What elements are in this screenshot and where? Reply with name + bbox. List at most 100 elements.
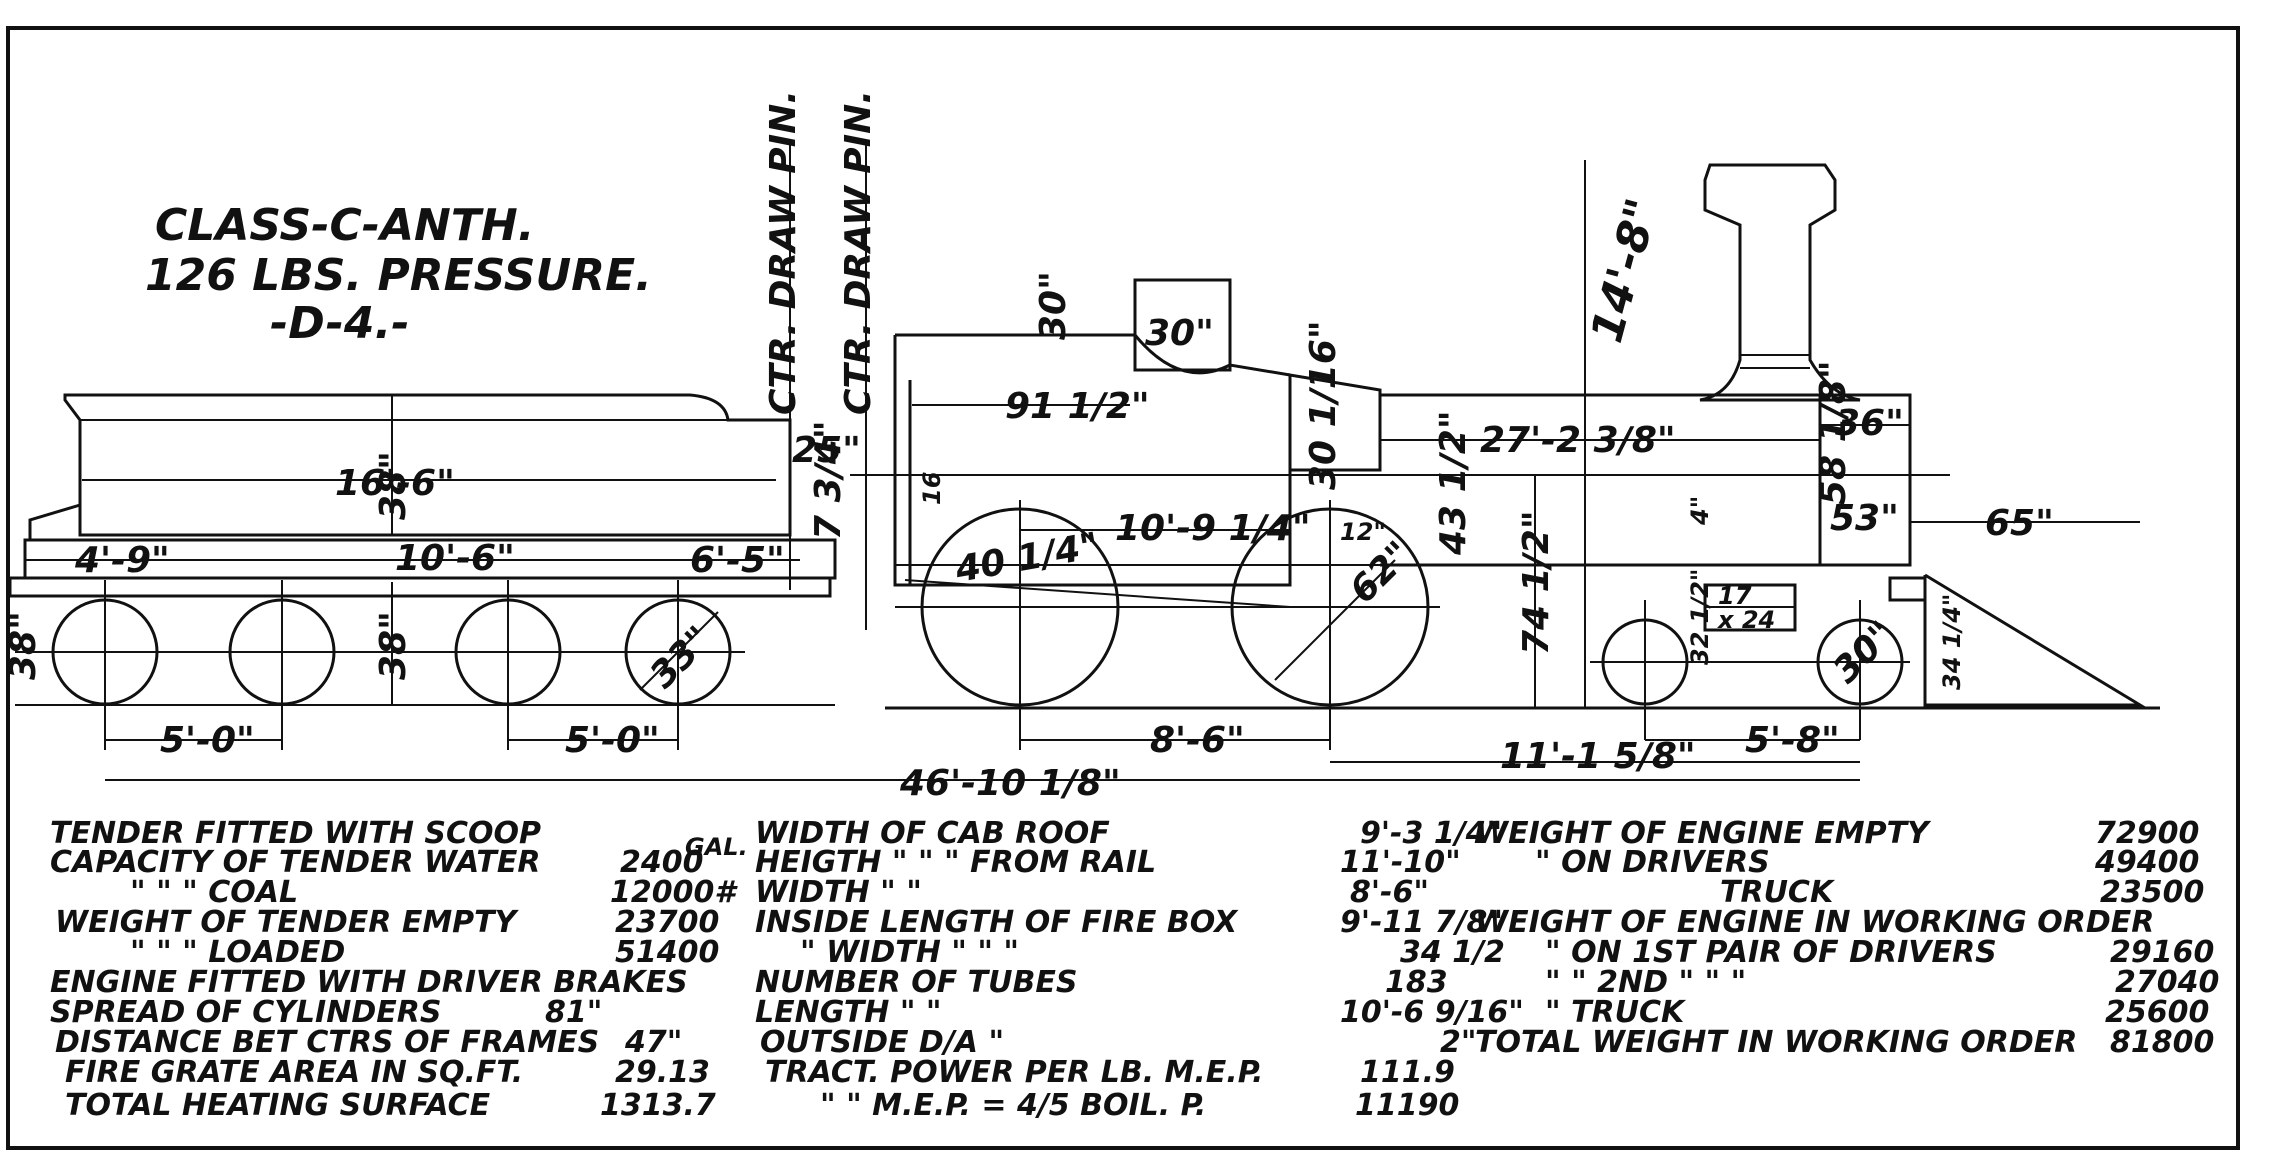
spec-left-label-6: SPREAD OF CYLINDERS: [50, 995, 441, 1030]
spec-mid-value-9: 11190: [1355, 1088, 1459, 1123]
tender-height-c: 38": [373, 611, 414, 680]
cab-roof-height: 30": [1033, 271, 1074, 340]
tender: 16'-6" 38" 4'-9" 10'-6" 6'-5" 38" 38" 33…: [3, 393, 837, 761]
driver-spacing-top: 10'-9 1/4": [1115, 508, 1311, 549]
title-pressure: 126 LBS. PRESSURE.: [145, 250, 652, 301]
spec-left-label-3: WEIGHT OF TENDER EMPTY: [55, 905, 520, 940]
spec-mid-value-7: 2": [1440, 1025, 1477, 1060]
spec-left-value-6: 81": [545, 995, 602, 1030]
pilot: [1888, 573, 2146, 707]
spec-right-label-4: " ON 1ST PAIR OF DRIVERS: [1545, 935, 1997, 970]
driver-wheelbase: 8'-6": [1150, 720, 1245, 761]
tender-frame-left: 4'-9": [74, 540, 170, 581]
spec-left-label-0: TENDER FITTED WITH SCOOP: [50, 816, 541, 851]
spec-left-value-1: 2400: [620, 845, 704, 880]
spec-right-label-2: TRUCK: [1720, 875, 1836, 910]
spec-mid-label-8: TRACT. POWER PER LB. M.E.P.: [765, 1055, 1263, 1090]
spec-left-label-5: ENGINE FITTED WITH DRIVER BRAKES: [50, 965, 688, 1000]
spec-left-label-9: TOTAL HEATING SURFACE: [65, 1088, 491, 1123]
firebox-offset: 12": [1340, 518, 1386, 546]
cylinder-height: 32 1/2": [1686, 569, 1714, 665]
spec-table-left: TENDER FITTED WITH SCOOP CAPACITY OF TEN…: [50, 816, 748, 1123]
spec-mid-value-5: 183: [1385, 965, 1448, 1000]
spec-right-value-4: 29160: [2110, 935, 2214, 970]
tender-frame-mid: 10'-6": [395, 538, 515, 579]
cab-side: 16: [918, 472, 946, 505]
spec-left-label-4: " " " LOADED: [130, 935, 345, 970]
spec-mid-value-0: 9'-3 1/4": [1360, 816, 1502, 851]
cab-length: 91 1/2": [1005, 386, 1150, 427]
spec-left-value-9: 1313.7: [600, 1088, 716, 1123]
engine-wheelbase-total: 11'-1 5/8": [1500, 736, 1696, 777]
sand-dome: [1133, 278, 1232, 372]
spec-mid-label-4: " WIDTH " " ": [800, 935, 1019, 970]
boiler-center-height: 74 1/2": [1516, 510, 1557, 655]
tender-dia-line: [639, 611, 719, 691]
spec-left-value-8: 29.13: [615, 1055, 710, 1090]
ctr-draw-pin-engine-label: CTR. DRAW PIN.: [838, 90, 879, 415]
tender-step: [28, 503, 81, 540]
side-rod: [904, 579, 1291, 608]
cab-left: 7 3/4": [808, 420, 849, 540]
dome-drop: 30 1/16": [1303, 320, 1344, 490]
cylinder-size-top: 17: [1718, 582, 1752, 610]
spec-mid-label-6: LENGTH " ": [755, 995, 942, 1030]
smokestack: [1699, 163, 1861, 402]
spec-right-value-6: 25600: [2105, 995, 2209, 1030]
spec-mid-label-2: WIDTH " ": [755, 875, 922, 910]
spec-right-label-1: " ON DRIVERS: [1535, 845, 1770, 880]
tender-height-a: 38": [373, 451, 414, 520]
overall-length: 46'-10 1/8": [899, 763, 1121, 804]
smokebox-height: 58 1/8": [1813, 360, 1854, 505]
firebox-depth: 40 1/4": [951, 525, 1102, 591]
spec-mid-value-3: 9'-11 7/8": [1340, 905, 1503, 940]
smokebox-width: 36": [1835, 403, 1904, 444]
boiler-length: 27'-2 3/8": [1480, 420, 1676, 461]
spec-mid-value-4: 34 1/2: [1400, 935, 1505, 970]
spec-right-label-5: " " 2ND " " ": [1545, 965, 1746, 1000]
spec-right-value-7: 81800: [2110, 1025, 2214, 1060]
stack-height: 14'-8": [1581, 193, 1668, 348]
small-dim: 4": [1686, 496, 1714, 526]
cylinder-size-bot: x 24: [1717, 606, 1775, 634]
pilot-length: 65": [1985, 503, 2054, 544]
spec-left-label-1: CAPACITY OF TENDER WATER: [50, 845, 540, 880]
spec-mid-label-1: HEIGTH " " " FROM RAIL: [755, 845, 1156, 880]
tender-frame-lower: [8, 576, 832, 598]
spec-right-label-7: TOTAL WEIGHT IN WORKING ORDER: [1475, 1025, 2077, 1060]
spec-left-value-3: 23700: [615, 905, 719, 940]
spec-mid-label-3: INSIDE LENGTH OF FIRE BOX: [755, 905, 1239, 940]
title-class: CLASS-C-ANTH.: [155, 200, 534, 251]
spec-mid-value-8: 111.9: [1360, 1055, 1455, 1090]
spec-mid-label-9: " " M.E.P. = 4/5 BOIL. P.: [820, 1088, 1206, 1123]
spec-right-label-3: WEIGHT OF ENGINE IN WORKING ORDER: [1475, 905, 2154, 940]
spec-right-label-0: WEIGHT OF ENGINE EMPTY: [1475, 816, 1932, 851]
draw-gap: 25": [792, 430, 861, 471]
spec-table-right: WEIGHT OF ENGINE EMPTY 72900 " ON DRIVER…: [1475, 816, 2219, 1060]
spec-left-value-7: 47": [624, 1025, 682, 1060]
spec-mid-label-5: NUMBER OF TUBES: [755, 965, 1077, 1000]
spec-mid-label-0: WIDTH OF CAB ROOF: [755, 816, 1110, 851]
pilot-height: 34 1/4": [1938, 594, 1966, 690]
spec-left-label-2: " " " COAL: [130, 875, 298, 910]
tender-height-b: 38": [3, 611, 44, 680]
spec-left-unit-1: GAL.: [685, 833, 748, 861]
spec-table-mid: WIDTH OF CAB ROOF 9'-3 1/4" HEIGTH " " "…: [755, 816, 1524, 1123]
firebox-height: 43 1/2": [1433, 410, 1474, 556]
spec-right-value-1: 49400: [2094, 845, 2199, 880]
cylinder-to-front: 53": [1830, 498, 1899, 539]
cab-roof-width: 30": [1145, 313, 1214, 354]
tender-wheelbase-right: 5'-0": [565, 720, 660, 761]
tender-frame-right: 6'-5": [690, 540, 785, 581]
ctr-draw-pin-tender-label: CTR. DRAW PIN.: [763, 90, 804, 415]
spec-left-label-8: FIRE GRATE AREA IN SQ.FT.: [65, 1055, 523, 1090]
spec-left-label-7: DISTANCE BET CTRS OF FRAMES: [55, 1025, 599, 1060]
spec-mid-label-7: OUTSIDE D/A ": [760, 1025, 1004, 1060]
spec-mid-value-1: 11'-10": [1340, 845, 1461, 880]
tender-tank: [63, 393, 792, 537]
engine: 17 x 24 30" 30" 91 1/2" 16 7 3/4" 40 1/4…: [808, 160, 2160, 777]
spec-mid-value-2: 8'-6": [1350, 875, 1429, 910]
tender-wheelbase-left: 5'-0": [160, 720, 255, 761]
title-code: -D-4.-: [270, 298, 409, 349]
